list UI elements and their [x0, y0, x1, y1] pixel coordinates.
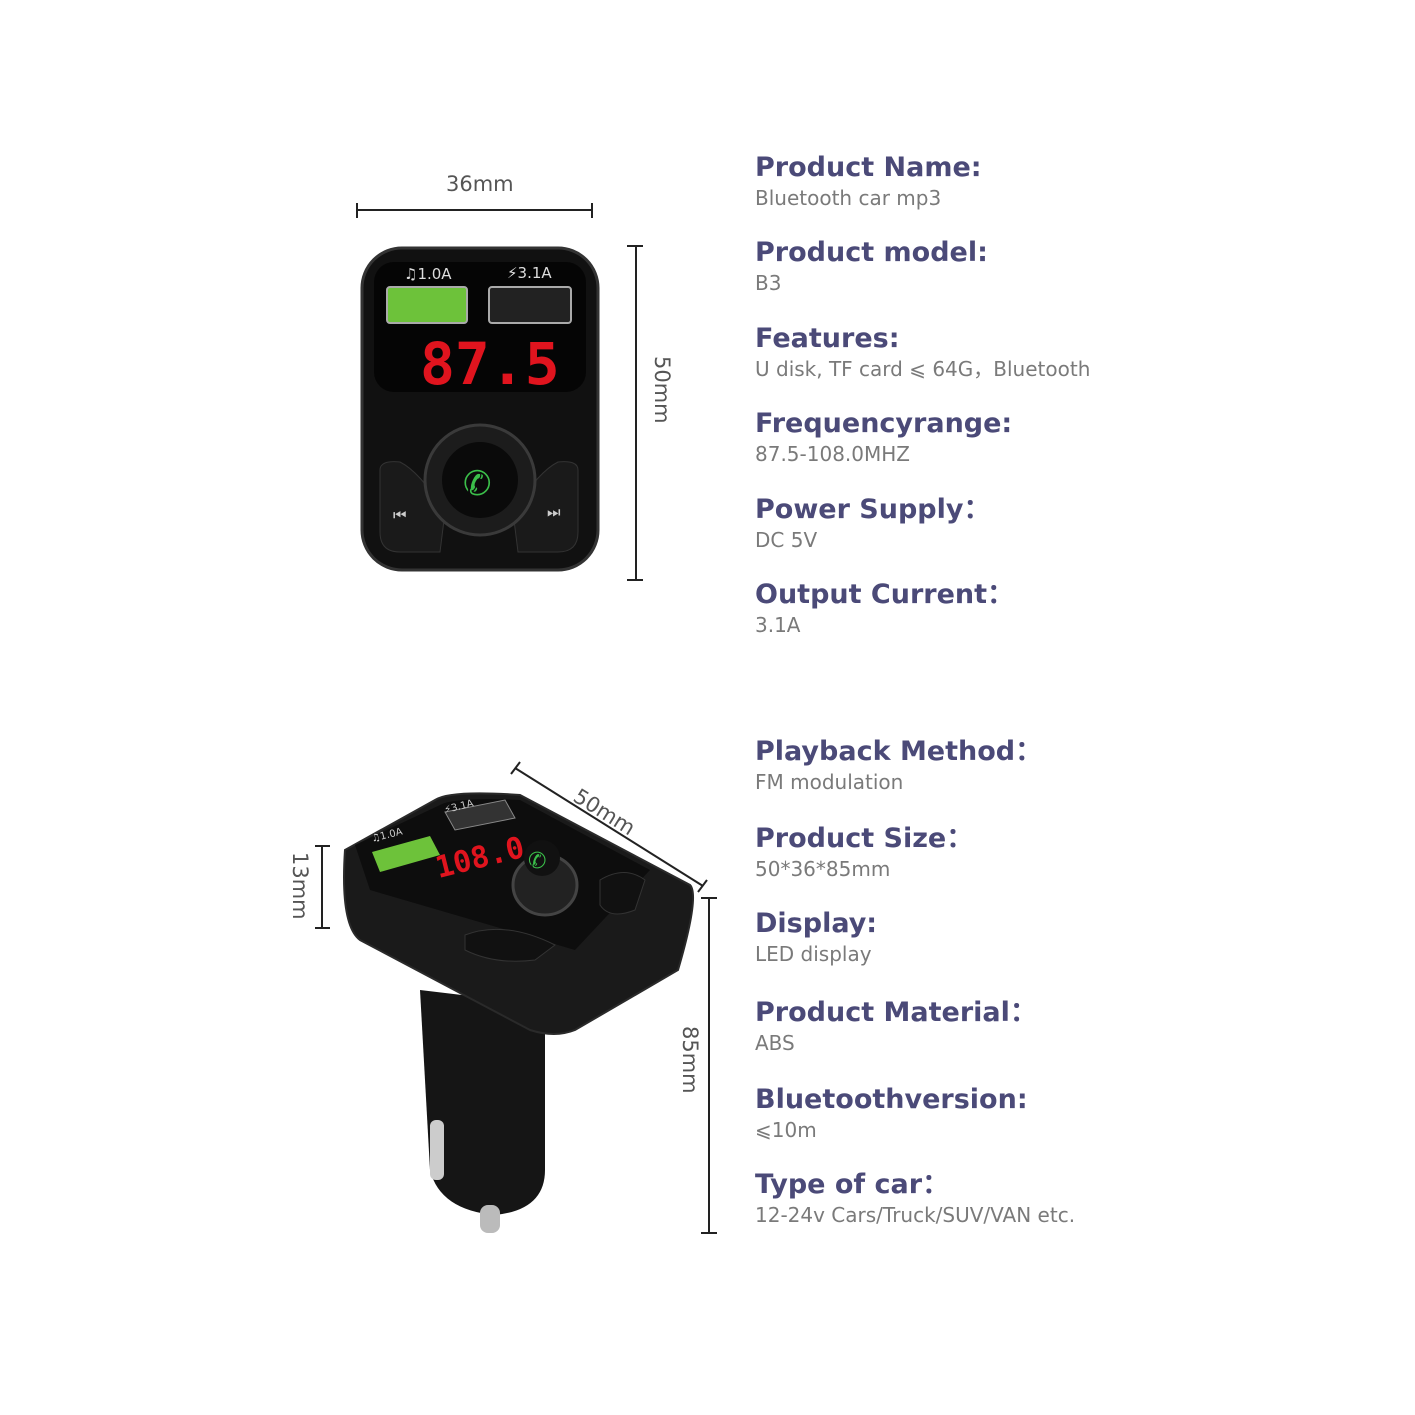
next-icon: ⏭ — [547, 503, 561, 521]
spec-product-material: Product Material：ABS — [755, 997, 1037, 1055]
spec-product-name: Product Name:Bluetooth car mp3 — [755, 152, 982, 210]
port1-label: ♫1.0A — [404, 265, 452, 283]
height-label: 50mm — [650, 356, 674, 424]
usb-port-green — [386, 286, 468, 324]
spec-features: Features:U disk, TF card ⩽ 64G，Bluetooth — [755, 323, 1091, 381]
usb-port-black — [488, 286, 572, 324]
length-label: 85mm — [678, 1026, 702, 1094]
previous-icon: ⏮ — [393, 506, 407, 524]
spec-display: Display:LED display — [755, 908, 878, 966]
spec-frequency-range: Frequencyrange:87.5-108.0MHZ — [755, 408, 1013, 466]
phone-icon: ✆ — [463, 464, 492, 504]
usb-port-green-angled — [372, 836, 440, 872]
height-dimension-line — [627, 245, 643, 581]
width-dimension-line — [356, 203, 593, 218]
spec-product-size: Product Size：50*36*85mm — [755, 823, 974, 881]
led-display: 87.5 — [420, 330, 560, 398]
depth-dimension-line — [315, 845, 330, 929]
spec-bluetooth-version: Bluetoothversion:⩽10m — [755, 1084, 1028, 1142]
length-dimension-line — [701, 897, 717, 1234]
width-label: 36mm — [446, 172, 514, 196]
spec-output-current: Output Current：3.1A — [755, 579, 1015, 637]
spec-power-supply: Power Supply：DC 5V — [755, 494, 991, 552]
port2-label: ⚡3.1A — [507, 264, 552, 282]
phone-icon-angled: ✆ — [528, 849, 546, 874]
spec-playback-method: Playback Method：FM modulation — [755, 736, 1043, 794]
diag-dimension-line — [510, 761, 708, 893]
device-front-view: ♫1.0A ⚡3.1A 87.5 ✆ ⏮ ⏭ — [360, 246, 600, 572]
spec-type-of-car: Type of car：12-24v Cars/Truck/SUV/VAN et… — [755, 1169, 1076, 1227]
depth-label: 13mm — [288, 852, 312, 920]
device-angled-view: 108.0 ♫1.0A ⚡3.1A ✆ — [343, 792, 695, 1233]
spec-product-model: Product model:B3 — [755, 237, 988, 295]
